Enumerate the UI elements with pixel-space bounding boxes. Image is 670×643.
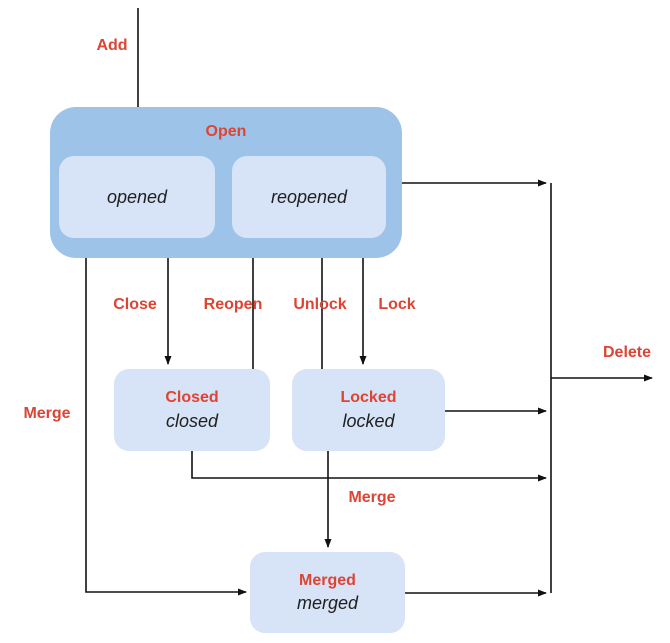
substate-opened: opened (59, 156, 215, 238)
state-open: Open opened reopened (50, 107, 402, 258)
transition-unlock-label: Unlock (293, 296, 347, 313)
transition-close-label: Close (113, 296, 157, 313)
state-merged-name: merged (296, 593, 359, 614)
state-open-title: Open (205, 123, 247, 140)
state-closed-title: Closed (165, 389, 219, 407)
transition-reopen-label: Reopen (203, 296, 263, 313)
transition-add-label: Add (96, 37, 128, 54)
merge-from-open-arrow (85, 258, 247, 596)
substate-reopened-label: reopened (270, 186, 348, 207)
state-locked: Locked locked (292, 369, 445, 451)
state-merged: Merged merged (250, 552, 405, 633)
state-closed: Closed closed (114, 369, 270, 451)
substate-reopened: reopened (232, 156, 386, 238)
state-locked-name: locked (342, 410, 395, 431)
substate-opened-label: opened (106, 186, 168, 207)
transition-merge-from-open-label: Merge (23, 405, 71, 422)
transition-lock-label: Lock (378, 296, 416, 313)
transition-merge-from-locked-label: Merge (348, 489, 396, 506)
closed-to-delete-arrow (191, 451, 547, 482)
transition-delete-label: Delete (602, 344, 652, 361)
state-locked-title: Locked (340, 389, 397, 407)
state-merged-title: Merged (299, 571, 356, 589)
state-closed-name: closed (165, 410, 219, 431)
